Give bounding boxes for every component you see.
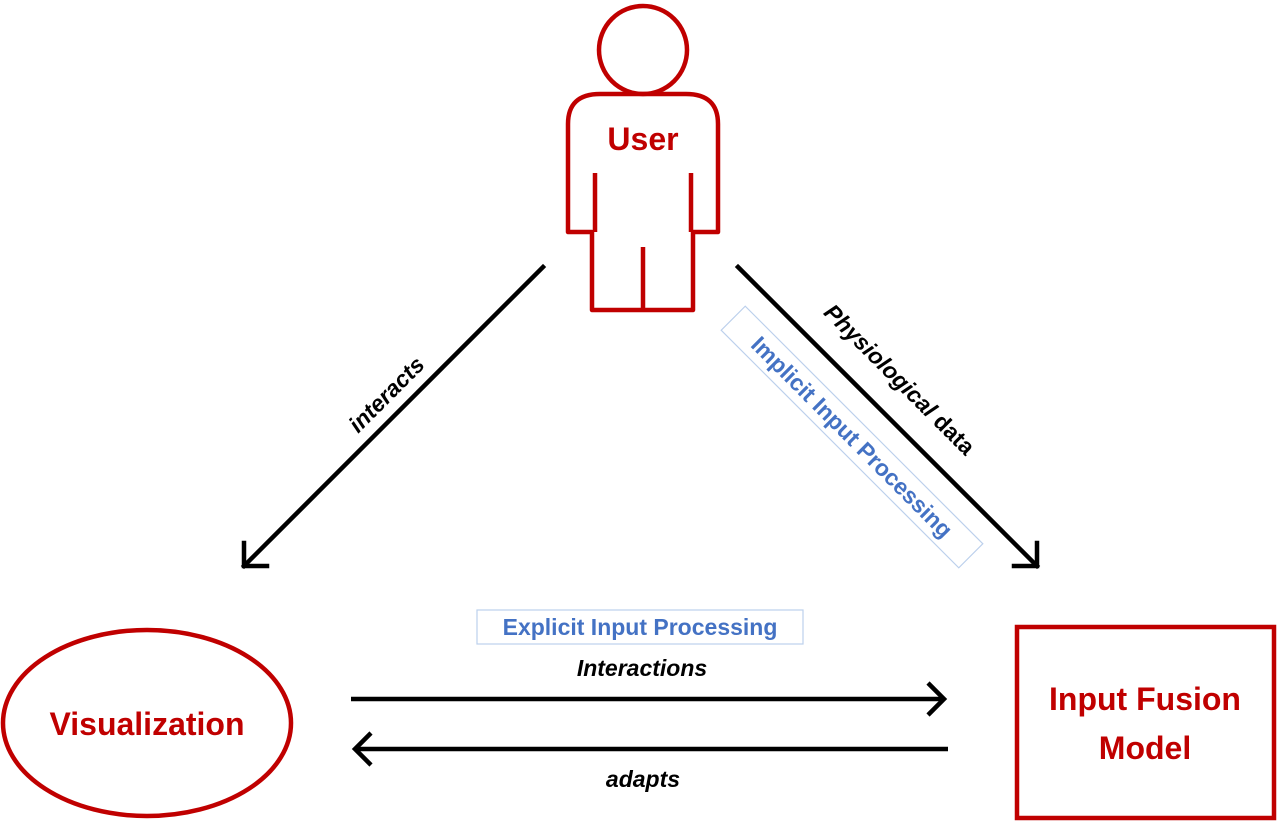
physiological-arrow-shaft	[734, 263, 1041, 570]
user-label: User	[607, 121, 678, 157]
input-fusion-model-label-line1: Input Fusion	[1049, 681, 1241, 717]
interacts-arrow-head	[241, 540, 270, 569]
explicit-processing-box	[476, 609, 804, 645]
adapts-arrow	[351, 731, 948, 767]
visualization-label: Visualization	[49, 706, 244, 742]
user-node: User	[565, 3, 721, 313]
explicit-processing-label: Explicit Input Processing	[503, 614, 778, 640]
input-fusion-model-box	[1014, 624, 1277, 821]
interacts-arrow-shaft	[240, 263, 547, 570]
adapts-label: adapts	[606, 766, 680, 792]
interactions-label: Interactions	[577, 655, 707, 681]
adapts-arrow-head	[351, 731, 373, 767]
input-fusion-model-label-line2: Model	[1099, 730, 1191, 766]
implicit-processing-box	[720, 305, 984, 569]
person-icon	[565, 3, 721, 313]
interactions-arrow	[351, 681, 948, 717]
person-body	[565, 91, 721, 313]
visualization-node: Visualization	[0, 627, 294, 819]
physiological-arrow	[734, 263, 1041, 570]
input-fusion-model-node: Input Fusion Model	[1014, 624, 1277, 821]
implicit-processing-label: Implicit Input Processing	[746, 331, 958, 543]
person-head	[596, 3, 690, 97]
explicit-processing: Explicit Input Processing	[476, 609, 804, 645]
interacts-arrow	[240, 263, 547, 570]
interactions-arrow-head	[926, 681, 948, 717]
visualization-ellipse	[0, 627, 294, 819]
physiological-arrow-head	[1011, 540, 1040, 569]
